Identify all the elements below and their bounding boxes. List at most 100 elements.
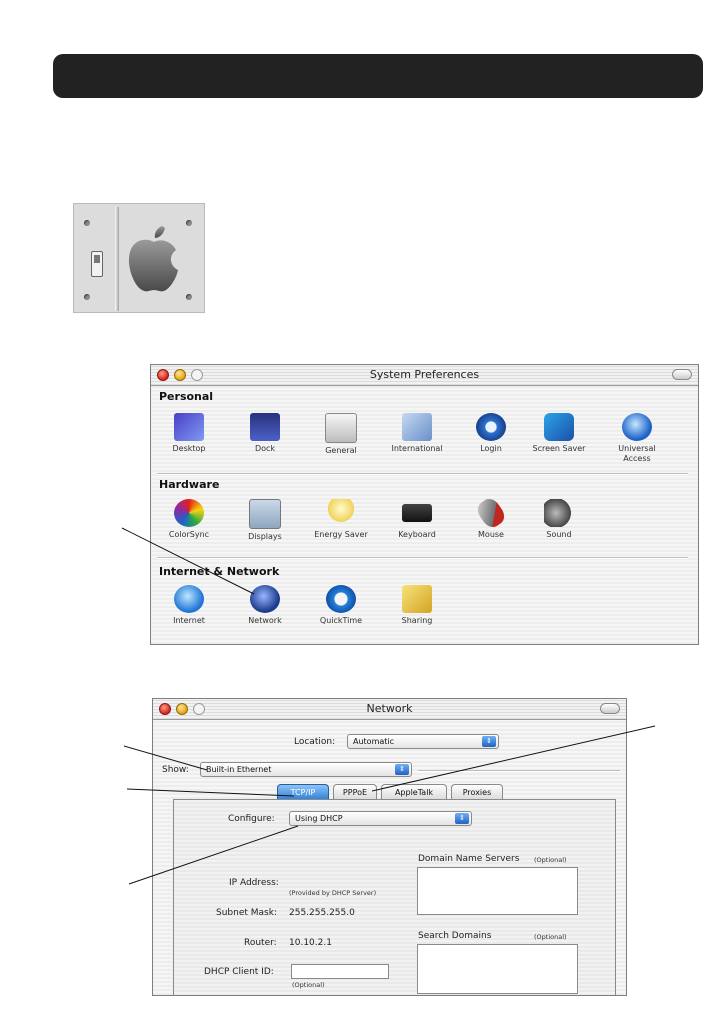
colorsync-icon: [174, 499, 204, 527]
pref-universal-access[interactable]: Universal Access: [602, 413, 672, 464]
system-preferences-window: System Preferences Personal Desktop Dock…: [150, 364, 699, 645]
network-icon: [250, 585, 280, 613]
section-divider: [157, 557, 688, 559]
screw-icon: [84, 294, 90, 300]
tab-pppoe[interactable]: PPPoE: [333, 784, 377, 800]
pref-label: Energy Saver: [314, 530, 368, 539]
pref-label: Sharing: [401, 616, 433, 625]
dns-label: Domain Name Servers: [418, 854, 520, 864]
chevron-updown-icon: ⇕: [455, 813, 469, 824]
pref-mouse[interactable]: Mouse: [456, 495, 526, 540]
section-divider: [157, 473, 688, 475]
callout-line-show: [123, 745, 208, 771]
search-domains-label: Search Domains: [418, 931, 492, 941]
chevron-updown-icon: ⇕: [395, 764, 409, 775]
dhcp-client-id-label: DHCP Client ID:: [204, 967, 274, 977]
show-divider: [418, 770, 620, 772]
international-icon: [402, 413, 432, 441]
pref-displays[interactable]: Displays: [230, 499, 300, 542]
toolbar-toggle-button[interactable]: [672, 369, 692, 380]
router-value: 10.10.2.1: [289, 938, 332, 948]
minimize-button[interactable]: [174, 369, 186, 381]
internet-icon: [174, 585, 204, 613]
pref-label: Displays: [248, 532, 282, 541]
location-label: Location:: [294, 737, 336, 747]
callout-line-network: [121, 527, 255, 595]
dock-icon: [250, 413, 280, 441]
dns-textarea[interactable]: [417, 867, 578, 915]
pref-keyboard[interactable]: Keyboard: [382, 499, 452, 540]
apple-logo-icon: [128, 226, 178, 292]
energy-saver-icon: [326, 499, 356, 527]
show-label: Show:: [162, 765, 189, 775]
pref-label: Internet: [173, 616, 205, 625]
general-icon: [325, 413, 357, 443]
location-popup[interactable]: Automatic ⇕: [347, 734, 499, 749]
ip-address-label: IP Address:: [229, 878, 279, 888]
pref-label: Universal Access: [618, 444, 656, 463]
screw-icon: [186, 220, 192, 226]
dhcp-client-id-input[interactable]: [291, 964, 389, 979]
tab-bar: TCP/IP PPPoE AppleTalk Proxies: [277, 784, 522, 800]
location-value: Automatic: [353, 737, 395, 746]
section-title-internet-network: Internet & Network: [159, 565, 280, 578]
screw-icon: [186, 294, 192, 300]
configure-value: Using DHCP: [295, 814, 343, 823]
pref-sound[interactable]: Sound: [524, 499, 594, 540]
pref-screen-saver[interactable]: Screen Saver: [524, 413, 594, 454]
search-domains-textarea[interactable]: [417, 944, 578, 994]
pref-dock[interactable]: Dock: [230, 413, 300, 454]
toolbar-toggle-button[interactable]: [600, 703, 620, 714]
pref-international[interactable]: International: [382, 413, 452, 454]
subnet-mask-value: 255.255.255.0: [289, 908, 355, 918]
callout-line-configure: [128, 825, 299, 885]
tab-appletalk[interactable]: AppleTalk: [381, 784, 447, 800]
pref-label: Screen Saver: [532, 444, 586, 453]
sound-icon: [544, 499, 574, 527]
pref-sharing[interactable]: Sharing: [382, 585, 452, 626]
configure-popup[interactable]: Using DHCP ⇕: [289, 811, 472, 826]
title-bar[interactable]: System Preferences: [151, 365, 698, 386]
pref-label: QuickTime: [319, 616, 363, 625]
title-bar[interactable]: Network: [153, 699, 626, 720]
sharing-icon: [402, 585, 432, 613]
network-window: Network Location: Automatic ⇕ Show: Buil…: [152, 698, 627, 996]
zoom-button[interactable]: [193, 703, 205, 715]
pref-energy-saver[interactable]: Energy Saver: [306, 499, 376, 540]
show-popup[interactable]: Built-in Ethernet ⇕: [200, 762, 412, 777]
close-button[interactable]: [159, 703, 171, 715]
pref-colorsync[interactable]: ColorSync: [154, 499, 224, 540]
tab-proxies[interactable]: Proxies: [451, 784, 503, 800]
pref-login[interactable]: Login: [456, 413, 526, 454]
minimize-button[interactable]: [176, 703, 188, 715]
system-preferences-switch-icon: [73, 203, 205, 313]
window-title: Network: [366, 702, 413, 715]
pref-label: Sound: [546, 530, 572, 539]
header-bar: [53, 54, 703, 98]
screw-icon: [84, 220, 90, 226]
configure-label: Configure:: [228, 814, 275, 824]
pref-label: Mouse: [478, 530, 504, 539]
dhcp-client-id-note: (Optional): [292, 981, 325, 989]
keyboard-icon: [402, 504, 432, 522]
callout-line-pppoe: [371, 725, 656, 792]
desktop-icon: [174, 413, 204, 441]
router-label: Router:: [244, 938, 277, 948]
dns-note: (Optional): [534, 856, 567, 864]
pref-network[interactable]: Network: [230, 585, 300, 626]
window-title: System Preferences: [369, 368, 480, 381]
pref-internet[interactable]: Internet: [154, 585, 224, 626]
switch-plate-divider: [115, 207, 119, 311]
zoom-button[interactable]: [191, 369, 203, 381]
pref-desktop[interactable]: Desktop: [154, 413, 224, 454]
pref-general[interactable]: General: [306, 413, 376, 456]
login-icon: [476, 413, 506, 441]
displays-icon: [249, 499, 281, 529]
pref-label: Login: [480, 444, 502, 453]
callout-line-tcpip: [126, 788, 295, 797]
close-button[interactable]: [157, 369, 169, 381]
pref-quicktime[interactable]: QuickTime: [306, 585, 376, 626]
subnet-mask-label: Subnet Mask:: [216, 908, 277, 918]
pref-label: General: [325, 446, 357, 455]
